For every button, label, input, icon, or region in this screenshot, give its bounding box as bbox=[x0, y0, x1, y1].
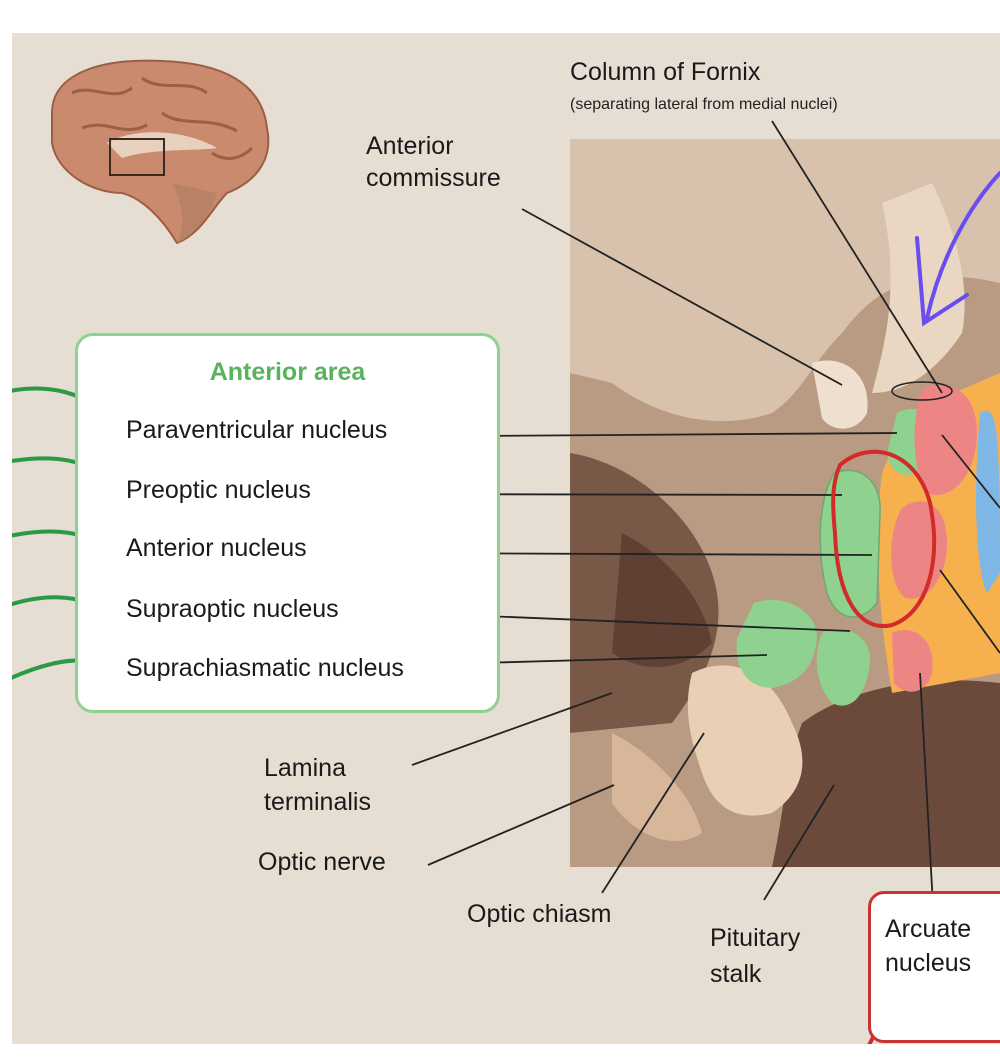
label-lamina-terminalis-line2: terminalis bbox=[264, 788, 371, 816]
label-anterior-commissure-line2: commissure bbox=[366, 164, 501, 192]
anterior-area-title: Anterior area bbox=[209, 358, 366, 386]
suprachiasmatic-nucleus-label: Suprachiasmatic nucleus bbox=[126, 654, 404, 682]
label-arcuate-nucleus-line1: Arcuate bbox=[885, 915, 972, 943]
brain-section-photo bbox=[570, 139, 1000, 867]
label-pituitary-stalk-line1: Pituitary bbox=[710, 924, 801, 952]
paraventricular-nucleus-label: Paraventricular nucleus bbox=[126, 416, 388, 444]
label-optic-chiasm: Optic chiasm bbox=[467, 900, 612, 928]
brain-thumbnail bbox=[51, 59, 270, 245]
preoptic-nucleus-label: Preoptic nucleus bbox=[126, 476, 311, 504]
label-column-of-fornix: Column of Fornix bbox=[570, 58, 761, 86]
label-arcuate-nucleus-line2: nucleus bbox=[885, 949, 972, 977]
supraoptic-nucleus-label: Supraoptic nucleus bbox=[126, 595, 339, 623]
label-pituitary-stalk-line2: stalk bbox=[710, 960, 762, 988]
arcuate-nucleus-box: Arcuate nucleus bbox=[868, 891, 1000, 1043]
anterior-nucleus-label: Anterior nucleus bbox=[126, 534, 307, 562]
anterior-area-box: Anterior area Paraventricular nucleus Pr… bbox=[75, 333, 500, 713]
label-column-of-fornix-note: (separating lateral from medial nuclei) bbox=[570, 96, 838, 113]
label-anterior-commissure-line1: Anterior bbox=[366, 132, 454, 160]
label-optic-nerve: Optic nerve bbox=[258, 848, 386, 876]
fornix-ring bbox=[891, 381, 953, 401]
diagram-graphics bbox=[12, 59, 1000, 1044]
diagram-figure: Column of Fornix (separating lateral fro… bbox=[12, 33, 1000, 1044]
label-lamina-terminalis-line1: Lamina bbox=[264, 754, 346, 782]
